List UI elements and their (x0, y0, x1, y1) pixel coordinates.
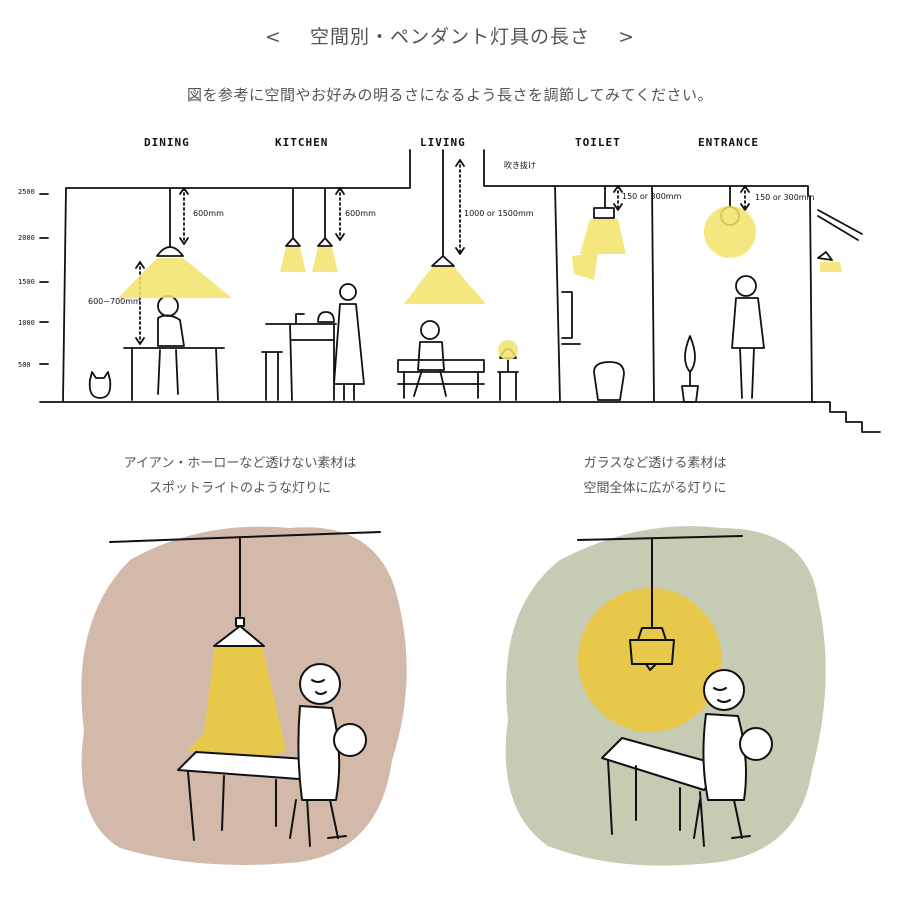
tick-2500: 2500 (18, 188, 35, 196)
page-title: < 空間別・ペンダント灯具の長さ > (0, 22, 900, 49)
tick-500: 500 (18, 361, 31, 369)
room-cross-section (39, 149, 881, 433)
caption-right-line2: 空間全体に広がる灯りに (583, 481, 727, 496)
title-bracket-left: < (264, 26, 282, 48)
title-bracket-right: > (618, 26, 636, 48)
caption-right-line1: ガラスなど透ける素材は (583, 456, 727, 471)
room-label-living: LIVING (420, 136, 466, 149)
caption-left-line2: スポットライトのような灯りに (148, 481, 331, 496)
annotation-living-ceiling: 吹き抜け (504, 161, 536, 170)
tick-1500: 1500 (18, 278, 35, 286)
annotation-kitchen-drop: 600mm (345, 209, 376, 218)
room-label-dining: DINING (144, 136, 190, 149)
room-label-toilet: TOILET (575, 136, 621, 149)
annotation-living-drop: 1000 or 1500mm (464, 209, 534, 218)
caption-right: ガラスなど透ける素材は 空間全体に広がる灯りに (485, 451, 825, 501)
caption-left: アイアン・ホーローなど透けない素材は スポットライトのような灯りに (70, 451, 410, 501)
room-label-entrance: ENTRANCE (698, 136, 759, 149)
tick-2000: 2000 (18, 234, 35, 242)
annotation-dining-drop: 600mm (193, 209, 224, 218)
tick-1000: 1000 (18, 319, 35, 327)
annotation-entrance-drop: 150 or 300mm (755, 193, 815, 202)
title-text: 空間別・ペンダント灯具の長さ (309, 26, 590, 48)
annotation-dining-table: 600~700mm (88, 297, 141, 306)
page-subtitle: 図を参考に空間やお好みの明るさになるよう長さを調節してみてください。 (186, 86, 714, 104)
caption-left-line1: アイアン・ホーローなど透けない素材は (123, 456, 357, 471)
room-label-kitchen: KITCHEN (275, 136, 329, 149)
